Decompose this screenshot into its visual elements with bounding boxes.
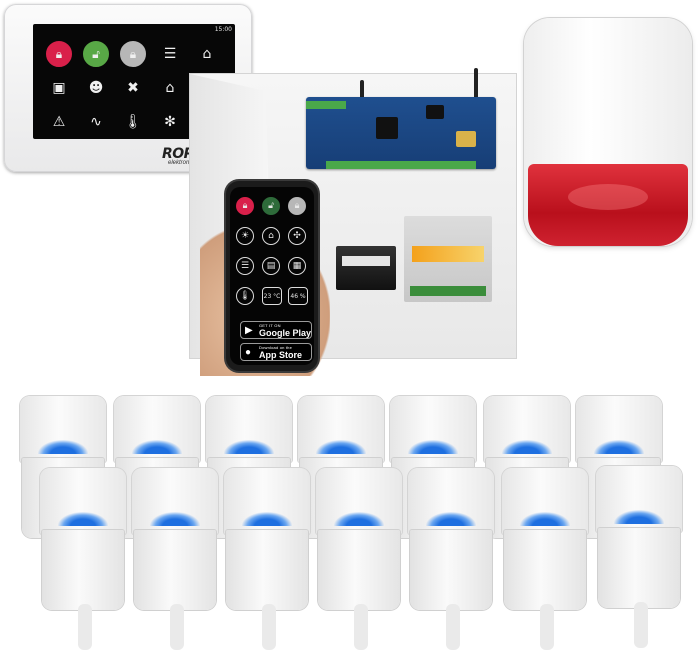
control-board	[306, 97, 496, 169]
board-terminals	[306, 101, 346, 109]
sensor-lens	[520, 512, 570, 526]
battery-label	[342, 256, 390, 266]
keypad-clock: 15:00	[214, 26, 232, 33]
motion-detector	[132, 468, 218, 650]
lock-green-icon: 🔓︎	[83, 41, 109, 67]
sensor-lens	[408, 440, 458, 454]
backup-battery	[336, 246, 396, 290]
brand-subtitle: elektronik	[168, 160, 194, 166]
humidity-readout: 46 %	[288, 287, 308, 305]
garage-icon: ▤	[262, 257, 280, 275]
thermometer-icon: 🌡︎	[236, 287, 254, 305]
sensor-lens	[38, 440, 88, 454]
sensor-lens	[242, 512, 292, 526]
antenna-right	[474, 68, 478, 104]
sensor-lens	[316, 440, 366, 454]
power-module	[404, 216, 492, 302]
power-module-label	[412, 246, 484, 262]
ai-icon: ∿	[90, 114, 102, 130]
settings-icon: ✻	[164, 114, 176, 130]
motion-detector	[596, 466, 682, 648]
power-module-terminals	[410, 286, 486, 296]
phone-screen: 🔒︎ 🔓︎ 🔒︎ ☀ ⌂ ✣ ☰ ▤ ▦ 🌡︎ 23 °C 46 % ▶ GET…	[230, 187, 314, 365]
board-chip	[376, 117, 398, 139]
board-chip	[456, 131, 476, 147]
app-store-small-text: Download on the	[259, 345, 293, 350]
google-play-small-text: GET IT ON	[259, 323, 281, 328]
sensor-lens	[594, 440, 644, 454]
google-play-text: Google Play	[259, 328, 312, 338]
thermometer-icon: 🌡︎	[124, 114, 142, 130]
board-chip	[426, 105, 444, 119]
lock-green-icon: 🔓︎	[262, 197, 280, 215]
sensor-lens	[614, 510, 664, 524]
warning-icon: ⚠	[52, 114, 66, 130]
bulb-icon: ☀	[236, 227, 254, 245]
sensor-lens	[334, 512, 384, 526]
outdoor-siren	[524, 18, 692, 246]
sensor-lens	[58, 512, 108, 526]
window-icon: ▦	[288, 257, 306, 275]
camera-icon: ▣	[52, 80, 66, 96]
sensor-lens	[224, 440, 274, 454]
keypad-icon-grid: 🔒︎ 🔓︎ 🔒︎ ☰ ⌂ ▣ ☻ ✖ ⌂ ◷ ⚠ ∿ 🌡︎ ✻ i	[41, 38, 226, 140]
home-icon: ⌂	[202, 46, 212, 62]
google-play-icon: ▶	[245, 325, 253, 336]
gate-icon: ⌂	[262, 227, 280, 245]
users-icon: ☻	[88, 80, 104, 96]
siren-red-lens	[528, 164, 688, 246]
siren-lens-glow	[568, 184, 648, 210]
motion-detector	[502, 468, 588, 650]
google-play-badge: ▶ GET IT ON Google Play	[240, 321, 312, 339]
temperature-readout: 23 °C	[262, 287, 282, 305]
smartphone: 🔒︎ 🔓︎ 🔒︎ ☀ ⌂ ✣ ☰ ▤ ▦ 🌡︎ 23 °C 46 % ▶ GET…	[226, 181, 318, 371]
lock-grey-icon: 🔒︎	[120, 41, 146, 67]
motion-detector	[224, 468, 310, 650]
phone-icon-grid: 🔒︎ 🔓︎ 🔒︎ ☀ ⌂ ✣ ☰ ▤ ▦ 🌡︎ 23 °C 46 %	[236, 197, 314, 313]
motion-detector	[408, 468, 494, 650]
sensor-lens	[150, 512, 200, 526]
motion-detector	[316, 468, 402, 650]
lock-red-icon: 🔒︎	[46, 41, 72, 67]
sensor-lens	[426, 512, 476, 526]
sensor-lens	[132, 440, 182, 454]
list-icon: ☰	[163, 46, 177, 62]
blinds-icon: ☰	[236, 257, 254, 275]
lock-grey-icon: 🔒︎	[288, 197, 306, 215]
lock-red-icon: 🔒︎	[236, 197, 254, 215]
antenna-left	[360, 80, 364, 106]
apple-icon: ●	[245, 347, 252, 358]
sensor-lens	[502, 440, 552, 454]
fan-icon: ✣	[288, 227, 306, 245]
motion-detector	[40, 468, 126, 650]
house-icon: ⌂	[165, 80, 175, 96]
app-store-text: App Store	[259, 350, 303, 360]
tools-icon: ✖	[127, 80, 139, 96]
board-terminals	[326, 161, 476, 169]
app-store-badge: ● Download on the App Store	[240, 343, 312, 361]
